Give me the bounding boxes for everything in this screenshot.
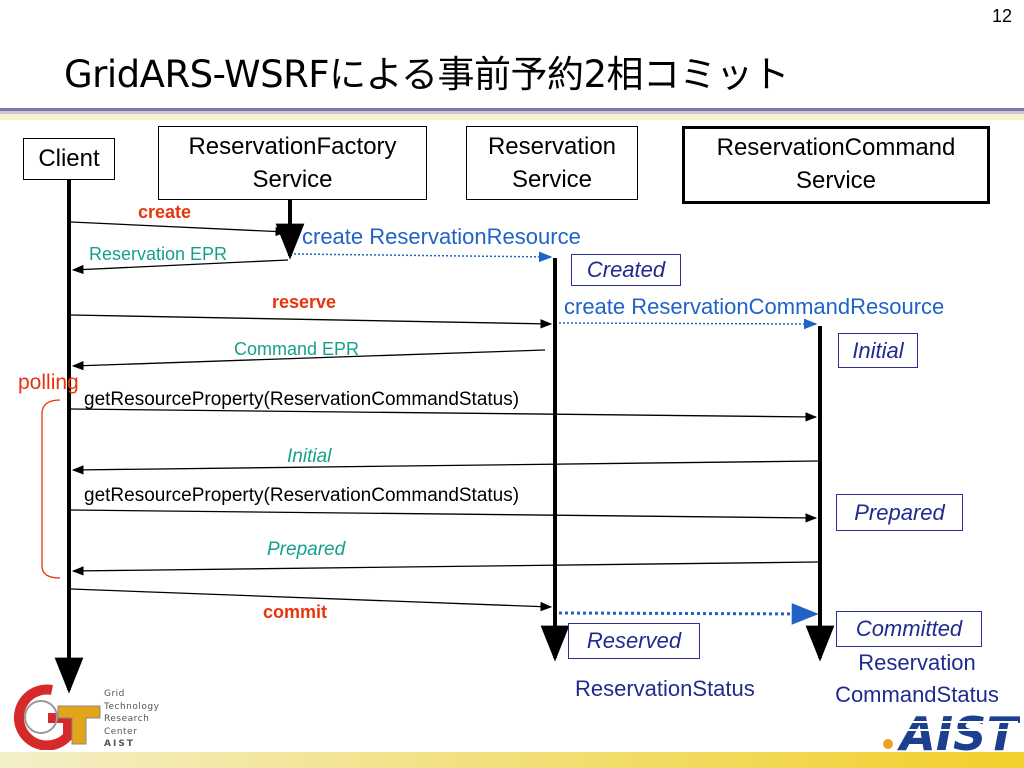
create-arrow (70, 221, 288, 237)
command-service-box: ReservationCommand Service (682, 126, 990, 204)
command-status-line-2: CommandStatus (835, 682, 999, 707)
factory-service-label-2: Service (252, 166, 333, 193)
create-resource-arrow (293, 251, 553, 263)
get-property-2-label: getResourceProperty(ReservationCommandSt… (84, 485, 520, 506)
get-property-1-arrow (70, 408, 818, 422)
gtrc-logo-text: Grid Technology Research Center AIST (104, 688, 159, 751)
create-command-resource-arrow (558, 318, 818, 330)
reservation-epr-arrow (71, 259, 289, 275)
state-prepared: Prepared (836, 494, 963, 531)
reserve-label: reserve (272, 292, 337, 312)
factory-service-box: ReservationFactory Service (158, 126, 427, 200)
logo-line-research: Research (104, 714, 150, 724)
state-committed: Committed (836, 611, 982, 647)
logo-line-grid: Grid (104, 689, 125, 699)
command-status-line-1: Reservation (858, 650, 976, 675)
state-created: Created (571, 254, 681, 286)
initial-reply-arrow (71, 460, 819, 475)
logo-line-technology: Technology (104, 701, 160, 712)
aist-logo-icon: AIST (883, 707, 1020, 756)
create-command-resource-label: create ReservationCommandResource (564, 294, 945, 319)
polling-bracket (41, 399, 61, 579)
reservation-service-label-2: Service (511, 166, 593, 193)
client-label: Client (38, 145, 100, 172)
reserve-arrow (70, 314, 553, 329)
get-property-1-label: getResourceProperty(ReservationCommandSt… (84, 389, 520, 410)
footer-band (0, 752, 1024, 768)
command-service-label-2: Service (795, 167, 877, 194)
create-resource-label: create ReservationResource (302, 224, 581, 249)
state-reserved: Reserved (568, 623, 700, 659)
client-box: Client (23, 138, 115, 180)
reservation-epr-label: Reservation EPR (89, 244, 228, 264)
logo-line-center: Center (104, 726, 138, 737)
reservation-service-box: Reservation Service (466, 126, 638, 200)
state-initial: Initial (838, 333, 918, 368)
command-service-label-1: ReservationCommand (716, 134, 956, 161)
command-epr-label: Command EPR (234, 339, 360, 359)
title-divider (0, 108, 1024, 120)
command-epr-arrow (71, 349, 546, 371)
prepared-reply-arrow (71, 561, 819, 576)
reservation-service-label-1: Reservation (487, 133, 617, 160)
command-status-label: Reservation CommandStatus (822, 647, 1012, 711)
initial-reply-label: Initial (287, 446, 332, 467)
create-label: create (138, 202, 192, 222)
polling-label: polling (18, 371, 79, 394)
gtrc-logo-icon (13, 684, 101, 750)
page-number: 12 (991, 6, 1012, 26)
reservation-status-label: ReservationStatus (575, 676, 755, 701)
commit-label: commit (263, 602, 328, 622)
commit-forward-arrow (558, 603, 819, 625)
factory-service-label-1: ReservationFactory (188, 133, 397, 160)
slide-title: GridARS-WSRFによる事前予約2相コミット (64, 53, 790, 96)
svg-text:AIST: AIST (897, 707, 1020, 756)
logo-line-aist: AIST (104, 739, 135, 749)
get-property-2-arrow (70, 509, 818, 523)
prepared-reply-label: Prepared (267, 539, 346, 560)
commit-arrow (70, 588, 553, 612)
